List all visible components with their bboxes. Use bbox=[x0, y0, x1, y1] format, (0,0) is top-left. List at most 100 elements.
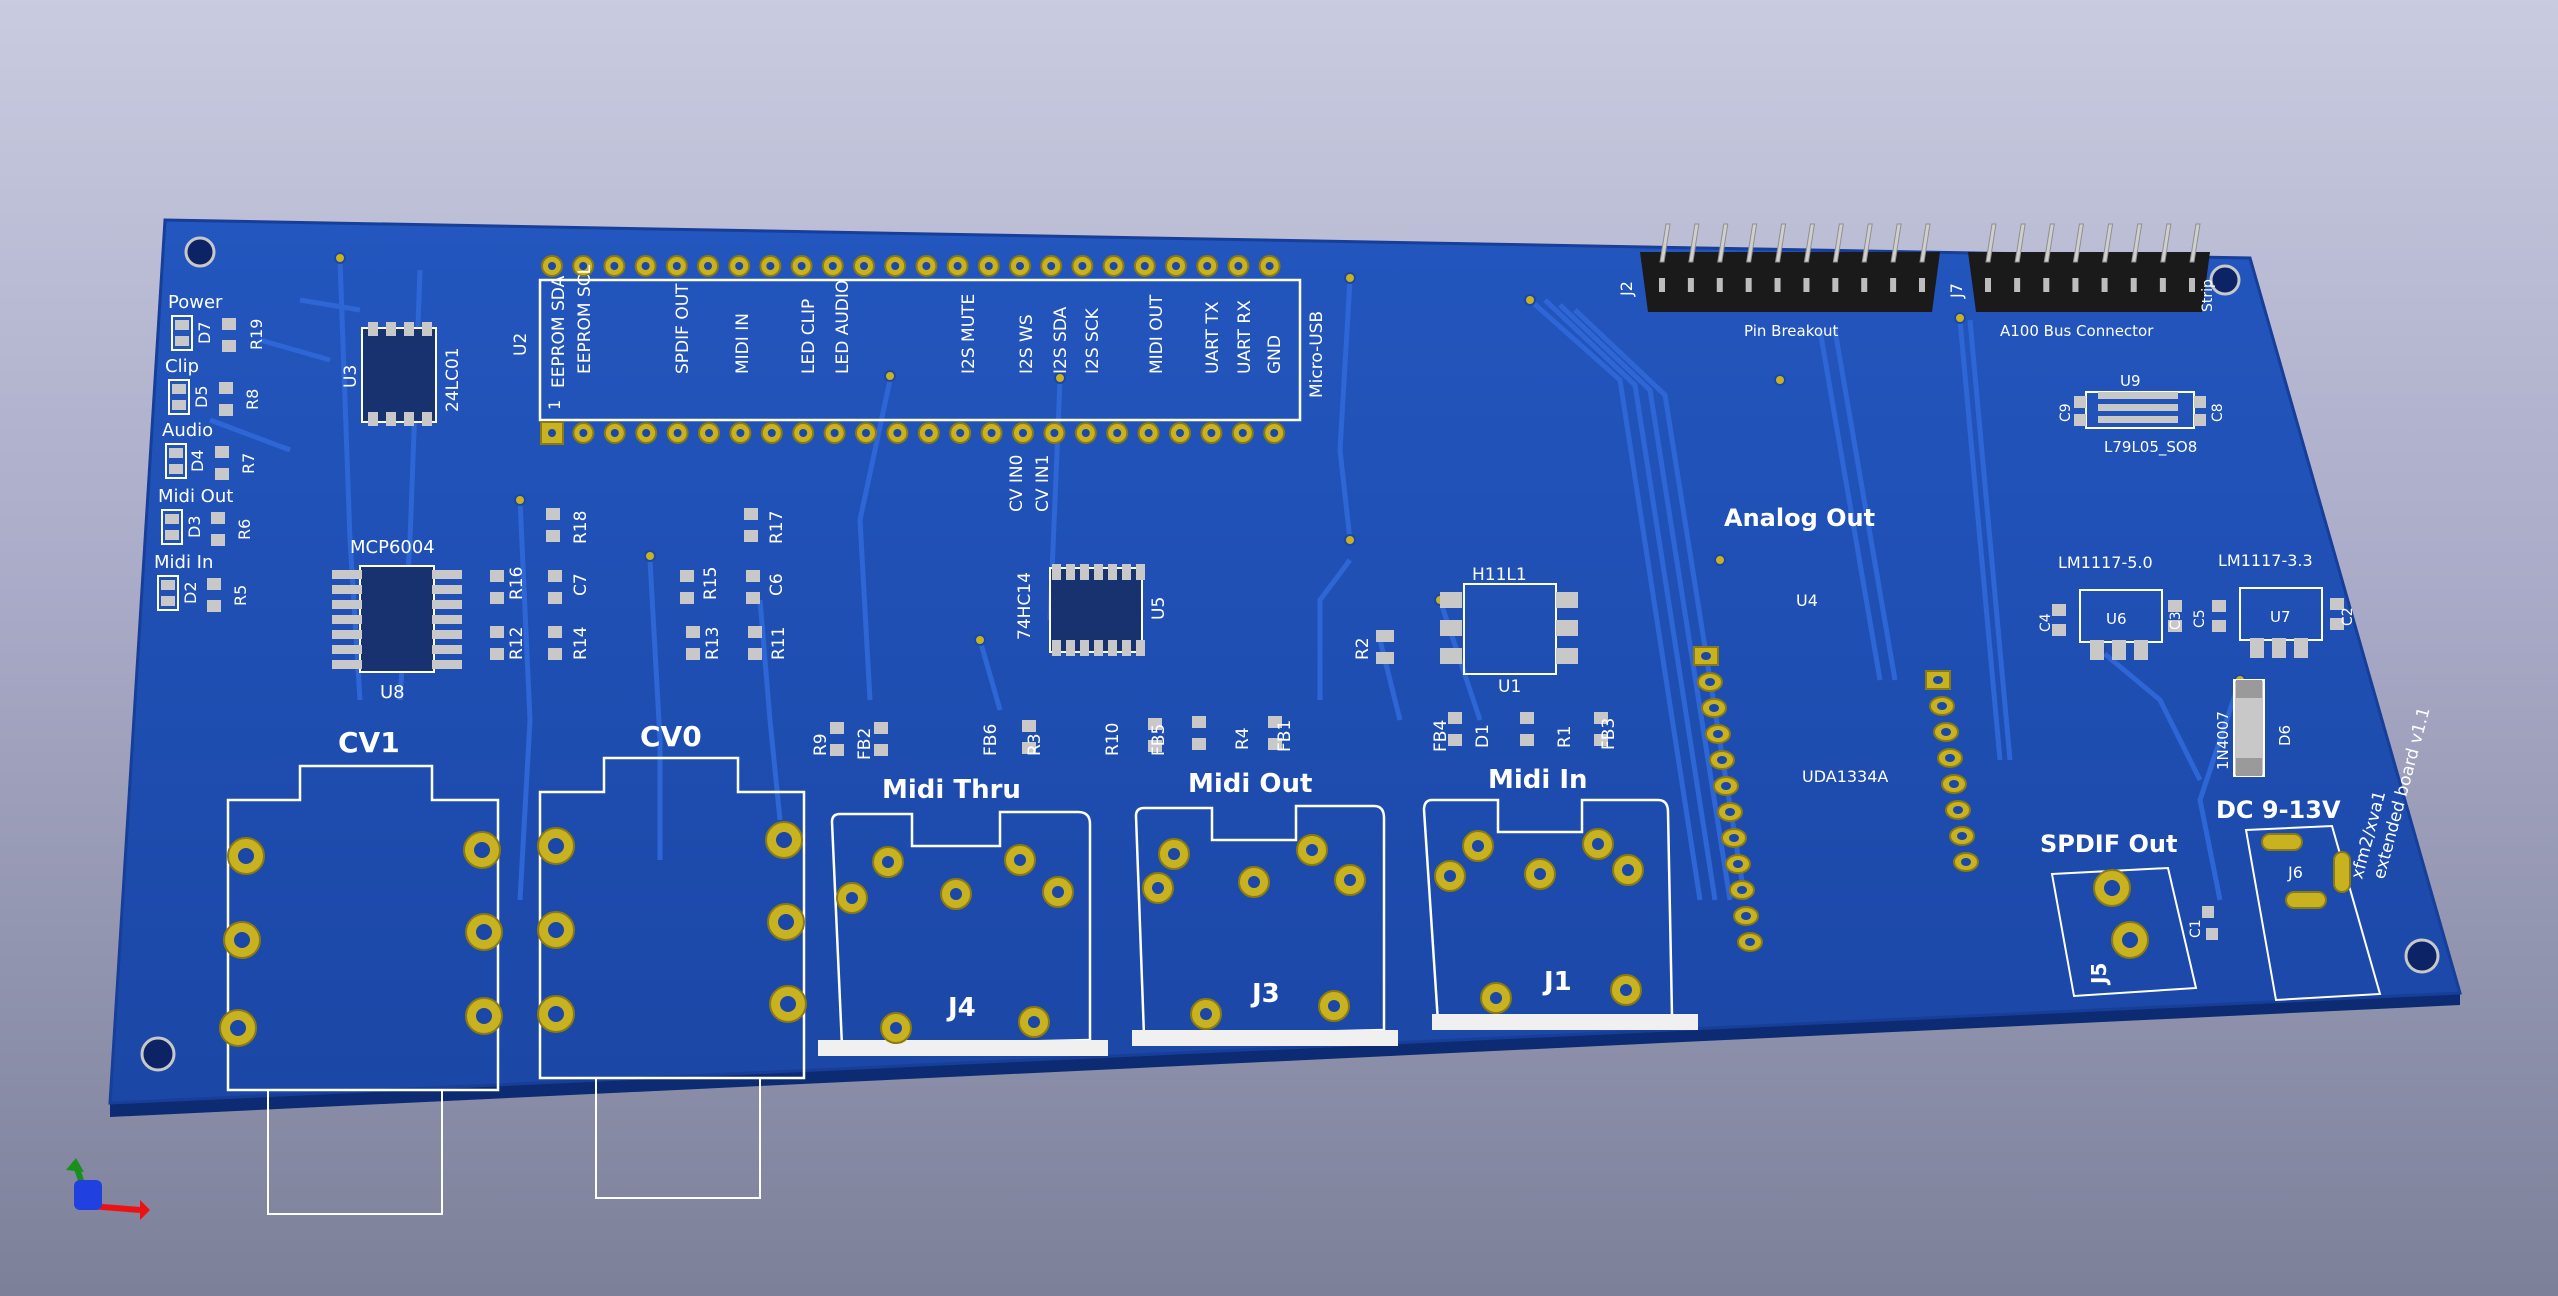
u2-pin-label: EEPROM SDA bbox=[549, 275, 569, 388]
midi-out-led-label: Midi Out bbox=[158, 486, 233, 507]
module-pad-hole bbox=[1701, 652, 1711, 660]
u2-pad-hole bbox=[830, 429, 839, 437]
u2-pad-hole bbox=[766, 262, 775, 270]
d6-ref: D6 bbox=[2276, 725, 2294, 746]
u2-pad-hole bbox=[984, 262, 993, 270]
ref-r1: R1 bbox=[1555, 725, 1575, 748]
u2-pin-label: LED AUDIO bbox=[833, 280, 853, 374]
j4-label: J4 bbox=[946, 993, 976, 1023]
module-pad-hole bbox=[1709, 704, 1719, 712]
led-d7 bbox=[171, 315, 193, 351]
header-pin bbox=[1919, 278, 1925, 292]
header-pin bbox=[1985, 278, 1991, 292]
cv-in0-label: CV IN0 bbox=[1007, 455, 1027, 512]
ref-c1: C1 bbox=[2188, 919, 2204, 938]
module-pad-hole bbox=[1713, 730, 1723, 738]
header-pin bbox=[2043, 278, 2050, 292]
header-pin bbox=[2043, 223, 2055, 263]
ref-fb2: FB2 bbox=[855, 728, 875, 760]
midi-in-led-label: Midi In bbox=[154, 552, 213, 573]
midi-thru-jack: Midi Thru J4 bbox=[818, 775, 1108, 1056]
header-pin bbox=[1716, 278, 1723, 292]
u2-pad-hole bbox=[1078, 262, 1087, 270]
u2-pad-hole bbox=[1113, 429, 1122, 437]
u2-pin-label: UART TX bbox=[1203, 301, 1223, 374]
spdif-out-label: SPDIF Out bbox=[2040, 830, 2177, 858]
ref-d7: D7 bbox=[195, 322, 214, 345]
u2-pin-label: MIDI OUT bbox=[1147, 294, 1167, 374]
ref-r16: R16 bbox=[507, 567, 527, 600]
u4-title: Analog Out bbox=[1724, 504, 1875, 532]
u5-schmitt-trigger: 74HC14 U5 bbox=[1015, 564, 1169, 656]
ref-fb3: FB3 bbox=[1599, 718, 1619, 750]
u2-pad-hole bbox=[1203, 262, 1212, 270]
ref-d2: D2 bbox=[181, 582, 200, 605]
u6-ref: U6 bbox=[2106, 610, 2127, 628]
u4-analog-out-module: Analog Out U4 UDA1334A bbox=[1693, 504, 1979, 952]
module-pad-hole bbox=[1957, 832, 1967, 840]
u9-part: L79L05_SO8 bbox=[2104, 438, 2197, 457]
cv1-jack: CV1 bbox=[219, 726, 503, 1215]
module-pad-hole bbox=[1741, 912, 1751, 920]
module-pad-hole bbox=[1721, 782, 1731, 790]
ref-r9: R9 bbox=[811, 733, 831, 756]
led-d2 bbox=[157, 575, 179, 611]
u6-part: LM1117-5.0 bbox=[2058, 553, 2153, 572]
u4-ref: U4 bbox=[1796, 591, 1818, 610]
u2-pin-label: EEPROM SCL bbox=[575, 264, 595, 374]
axis-orientation-gizmo bbox=[66, 1158, 150, 1220]
status-led-group: Power Clip Audio Midi Out Midi In D7 R19… bbox=[154, 292, 266, 612]
j6-label: J6 bbox=[2287, 863, 2303, 882]
u2-pad-hole bbox=[767, 429, 776, 437]
midi-out-label: Midi Out bbox=[1188, 769, 1312, 799]
u7-ref: U7 bbox=[2270, 608, 2291, 626]
dc-power-jack: DC 9-13V J6 bbox=[2216, 796, 2382, 1002]
ref-d3: D3 bbox=[185, 516, 204, 539]
module-pad-hole bbox=[1961, 858, 1971, 866]
led-d4 bbox=[165, 443, 187, 479]
u2-pad-hole bbox=[1144, 429, 1153, 437]
module-pad-hole bbox=[1717, 756, 1727, 764]
u2-ref: U2 bbox=[511, 333, 531, 356]
header-pin bbox=[1919, 223, 1931, 263]
header-pin bbox=[2014, 223, 2026, 263]
u2-pad-hole bbox=[579, 429, 588, 437]
u2-pad-hole bbox=[799, 429, 808, 437]
u2-pad-hole bbox=[736, 429, 745, 437]
ref-c2: C2 bbox=[2340, 607, 2356, 626]
ref-c8: C8 bbox=[2210, 403, 2226, 422]
ref-r12: R12 bbox=[507, 627, 527, 660]
module-pad-hole bbox=[1945, 754, 1955, 762]
j5-label: J5 bbox=[2087, 963, 2111, 986]
ref-fb4: FB4 bbox=[1431, 720, 1451, 752]
u2-pad-hole bbox=[1081, 429, 1090, 437]
ref-c3: C3 bbox=[2168, 611, 2184, 630]
u2-pin-label: GND bbox=[1265, 335, 1285, 374]
module-pad-hole bbox=[1949, 780, 1959, 788]
u2-pad-hole bbox=[1109, 262, 1118, 270]
u2-pad-hole bbox=[953, 262, 962, 270]
u3-part: 24LC01 bbox=[443, 347, 463, 412]
u2-pin-label: I2S WS bbox=[1017, 314, 1037, 374]
header-pin bbox=[1688, 223, 1700, 263]
led-d3 bbox=[161, 509, 183, 545]
cv-in1-label: CV IN1 bbox=[1033, 455, 1053, 512]
header-pin bbox=[2014, 278, 2021, 292]
j2-pin-header: J2 Pin Breakout bbox=[1617, 223, 1940, 340]
ref-r6: R6 bbox=[235, 519, 254, 540]
u2-pad-hole bbox=[1050, 429, 1059, 437]
d6-diode: 1N4007 D6 bbox=[2214, 679, 2294, 777]
header-pin bbox=[1832, 278, 1839, 292]
u2-pad-hole bbox=[891, 262, 900, 270]
header-pin bbox=[1890, 278, 1897, 292]
u2-pad-hole bbox=[641, 262, 650, 270]
header-pin bbox=[2130, 278, 2137, 292]
module-pad-hole bbox=[1933, 676, 1943, 684]
ref-r3: R3 bbox=[1025, 733, 1045, 756]
u3-eeprom: U3 24LC01 bbox=[341, 322, 463, 426]
u2-pad-hole bbox=[862, 429, 870, 437]
u2-pin-label: I2S MUTE bbox=[959, 294, 979, 374]
u2-pad-hole bbox=[1140, 262, 1149, 270]
module-pad-hole bbox=[1941, 728, 1951, 736]
ref-fb1: FB1 bbox=[1275, 720, 1295, 752]
